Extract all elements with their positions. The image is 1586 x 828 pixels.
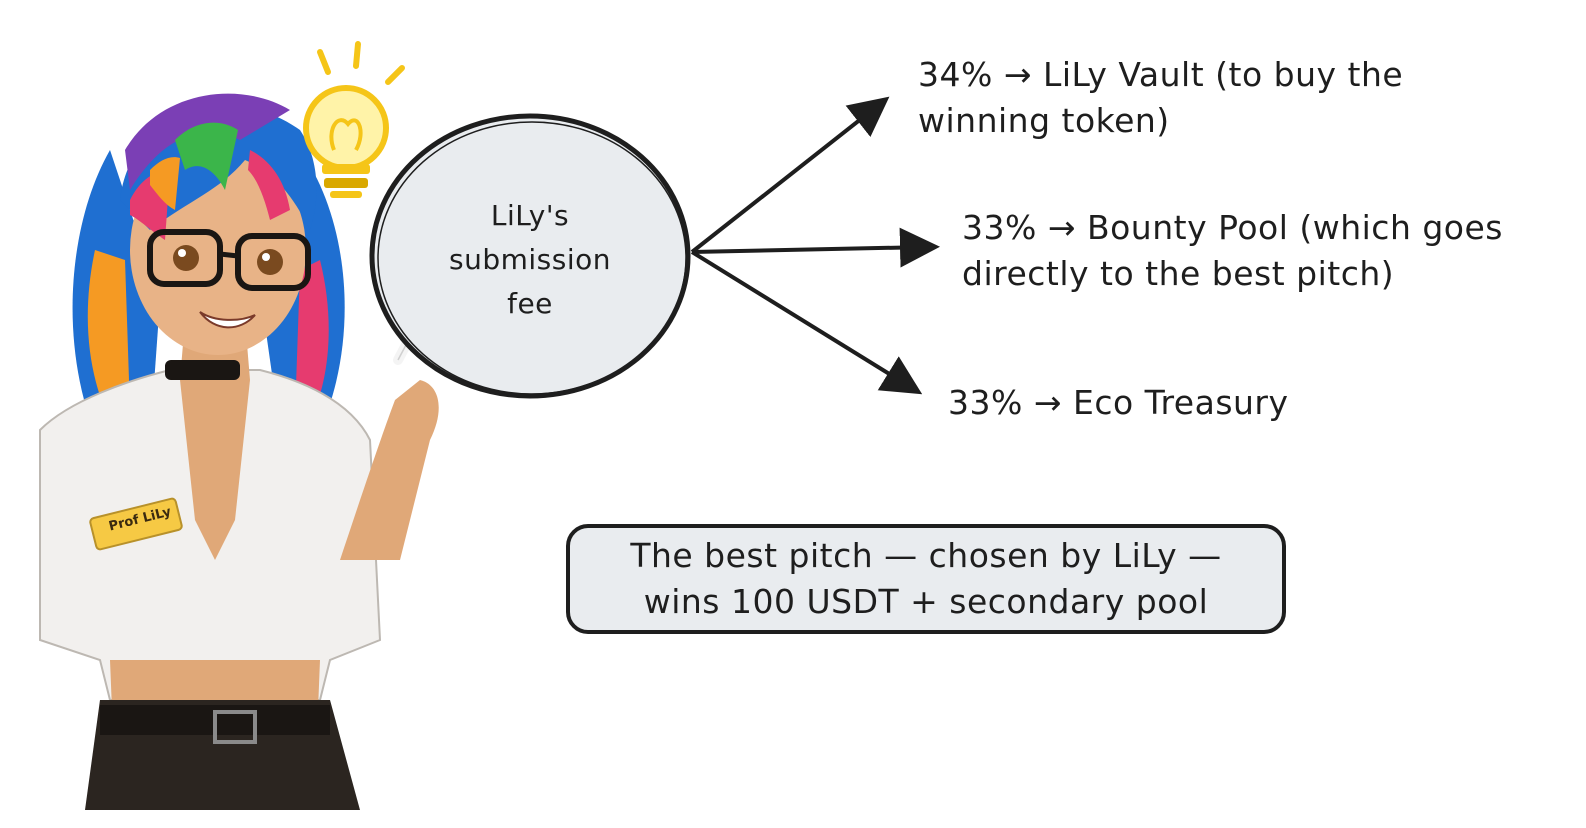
name-badge <box>89 497 183 551</box>
prize-callout-text: The best pitch — chosen by LiLy — wins 1… <box>630 536 1222 621</box>
branch-label-bounty: 33% → Bounty Pool (which goes directly t… <box>962 208 1503 293</box>
lightbulb-icon <box>303 41 405 198</box>
center-node-circle <box>369 113 691 399</box>
center-node-label: LiLy's submission fee <box>420 194 640 326</box>
center-node-line: LiLy's <box>490 199 570 232</box>
professor-character <box>39 93 439 810</box>
glasses <box>147 229 223 287</box>
center-node-line: fee <box>507 287 553 320</box>
arrow-to-bounty <box>691 227 940 268</box>
center-node-line: submission <box>449 243 611 276</box>
branch-label-vault: 34% → LiLy Vault (to buy the winning tok… <box>918 55 1404 140</box>
arrow-to-vault <box>690 96 890 254</box>
prize-callout-box: The best pitch — chosen by LiLy — wins 1… <box>566 524 1286 634</box>
arrow-to-treasury <box>690 250 923 395</box>
branch-label-treasury: 33% → Eco Treasury <box>948 383 1289 422</box>
